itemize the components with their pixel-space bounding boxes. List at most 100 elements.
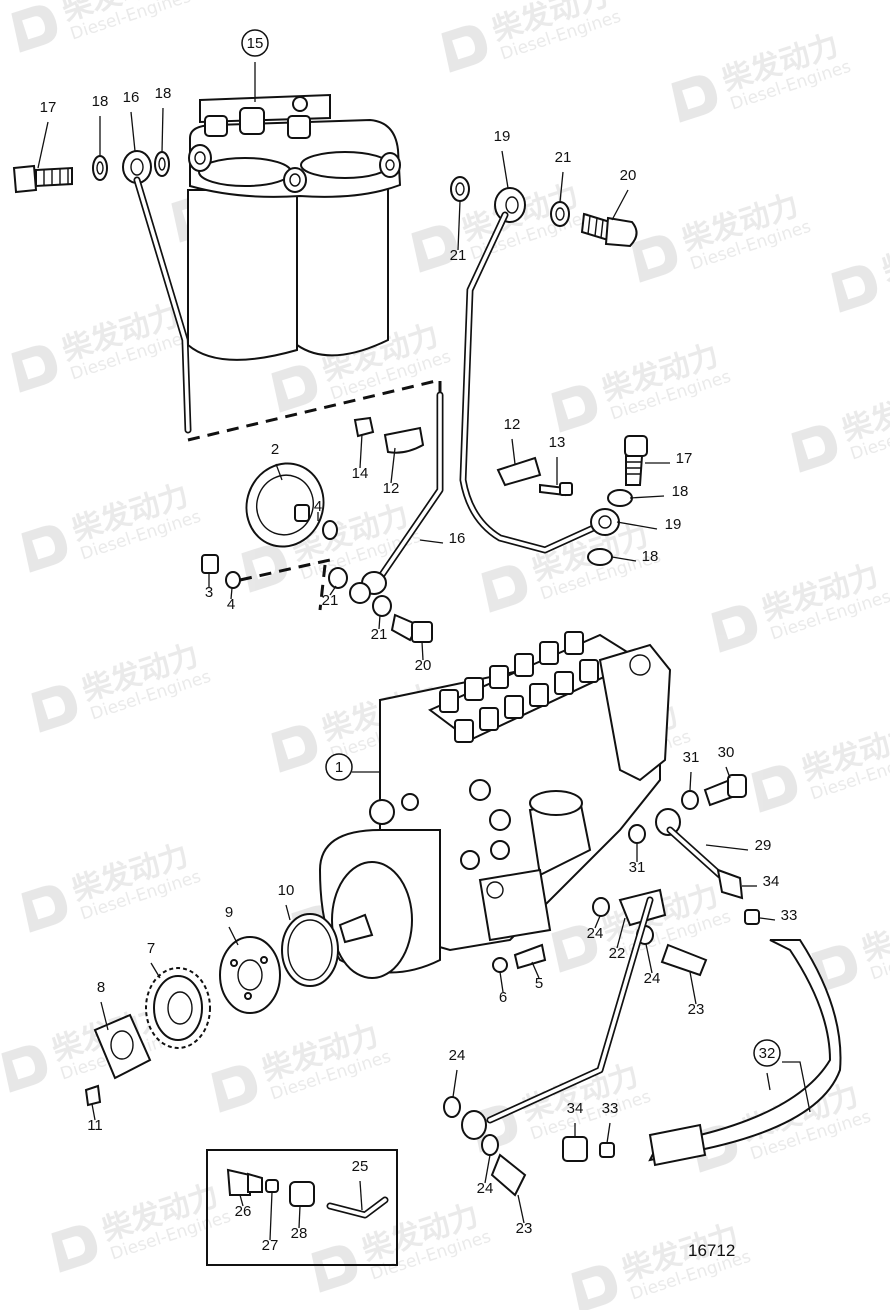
watermark-logo-icon <box>551 925 598 973</box>
watermark-logo-icon <box>711 605 758 653</box>
watermark-cn-text: 柴发动力 <box>878 218 890 288</box>
callout-c21c: 21 <box>322 592 339 609</box>
callout-c34b: 34 <box>567 1100 584 1117</box>
callout-c9: 9 <box>225 904 233 921</box>
watermark-logo-icon <box>311 1245 358 1293</box>
watermark-logo-icon <box>441 25 488 73</box>
callout-c19b: 19 <box>665 516 682 533</box>
watermark-logo-icon <box>791 425 838 473</box>
watermark-logo-icon <box>271 725 318 773</box>
drawing-number: 16712 <box>688 1241 735 1260</box>
right-banjo-connection <box>450 176 638 248</box>
callout-c24b: 24 <box>644 970 661 987</box>
callout-c23a: 23 <box>688 1001 705 1018</box>
inset-detail-box <box>206 1149 398 1266</box>
feed-pipe-parts <box>443 888 708 1197</box>
injection-pump-body <box>318 631 672 979</box>
fuel-pipe-right-loop <box>459 211 604 554</box>
fuel-pipe-center <box>361 391 444 595</box>
callout-c18b: 18 <box>155 85 172 102</box>
watermark-logo-icon <box>21 525 68 573</box>
callout-c28: 28 <box>291 1225 308 1242</box>
pipe-clamp-parts <box>353 416 573 497</box>
leader-lines <box>37 62 811 1241</box>
callout-c21a: 21 <box>555 149 572 166</box>
callout-c4a: 4 <box>314 498 322 515</box>
callout-c18d: 18 <box>642 548 659 565</box>
callout-c26: 26 <box>235 1203 252 1220</box>
callout-c18c: 18 <box>672 483 689 500</box>
left-banjo-connection <box>12 150 170 194</box>
callout-c27: 27 <box>262 1237 279 1254</box>
watermark-logo-icon <box>571 1265 618 1310</box>
callout-c25: 25 <box>352 1158 369 1175</box>
callout-c31a: 31 <box>683 749 700 766</box>
callout-c31b: 31 <box>629 859 646 876</box>
watermark-logo-icon <box>481 565 528 613</box>
callout-circle <box>241 29 269 57</box>
watermark-logo-icon <box>31 685 78 733</box>
return-line-parts <box>562 774 842 1167</box>
watermark-logo-icon <box>11 5 58 53</box>
watermark-logo-icon <box>241 545 288 593</box>
watermark-logo-icon <box>1 1045 48 1093</box>
callout-c24d: 24 <box>477 1180 494 1197</box>
callout-c3: 3 <box>205 584 213 601</box>
center-banjo-screw <box>328 567 433 643</box>
watermark-logo-icon <box>211 1065 258 1113</box>
callout-c16b: 16 <box>449 530 466 547</box>
callout-c15: 15 <box>247 35 264 52</box>
callout-c6: 6 <box>499 989 507 1006</box>
callout-c21b: 21 <box>450 247 467 264</box>
callout-c32: 32 <box>759 1045 776 1062</box>
callout-c5: 5 <box>535 975 543 992</box>
fuel-pipe-left <box>133 176 192 434</box>
callout-circle <box>753 1039 781 1067</box>
callout-c34a: 34 <box>763 873 780 890</box>
callout-c21d: 21 <box>371 626 388 643</box>
callout-c12a: 12 <box>383 480 400 497</box>
callout-c14: 14 <box>352 465 369 482</box>
callout-c4b: 4 <box>227 596 235 613</box>
callout-c33a: 33 <box>781 907 798 924</box>
watermark-logo-icon <box>831 265 878 313</box>
watermark-logo-icon <box>271 365 318 413</box>
callout-c22: 22 <box>609 945 626 962</box>
callout-c8: 8 <box>97 979 105 996</box>
callout-c16a: 16 <box>123 89 140 106</box>
watermark-logo-icon <box>751 765 798 813</box>
callout-c11: 11 <box>87 1117 103 1134</box>
callout-c20a: 20 <box>620 167 637 184</box>
callout-c24a: 24 <box>587 925 604 942</box>
watermark-logo-icon <box>631 235 678 283</box>
watermark-logo-icon <box>21 885 68 933</box>
watermark-logo-icon <box>411 225 458 273</box>
callout-c33b: 33 <box>602 1100 619 1117</box>
callout-c30: 30 <box>718 744 735 761</box>
callout-c2: 2 <box>271 441 279 458</box>
delivery-valves <box>439 631 599 743</box>
callout-c10: 10 <box>278 882 295 899</box>
callout-c13: 13 <box>549 434 566 451</box>
callout-c17b: 17 <box>676 450 693 467</box>
callout-c18a: 18 <box>92 93 109 110</box>
callout-c19a: 19 <box>494 128 511 145</box>
